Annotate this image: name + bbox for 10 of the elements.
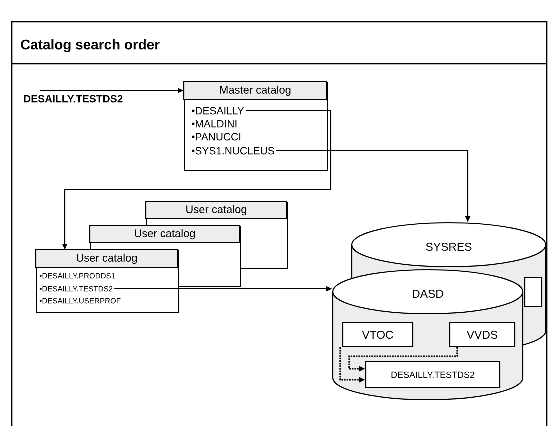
list-item: •PANUCCI: [192, 133, 241, 141]
data-box: DESAILLY.TESTDS2: [365, 361, 501, 389]
list-item: •DESAILLY: [192, 107, 244, 115]
list-item: •SYS1.NUCLEUS: [192, 147, 274, 155]
data-box: VVDS: [449, 322, 516, 348]
box-shape: [524, 277, 543, 308]
list-item: •MALDINI: [192, 120, 237, 128]
label: DESAILLY.TESTDS2: [24, 95, 123, 103]
data-box: VTOC: [342, 322, 414, 348]
title: Catalog search order: [21, 39, 160, 53]
